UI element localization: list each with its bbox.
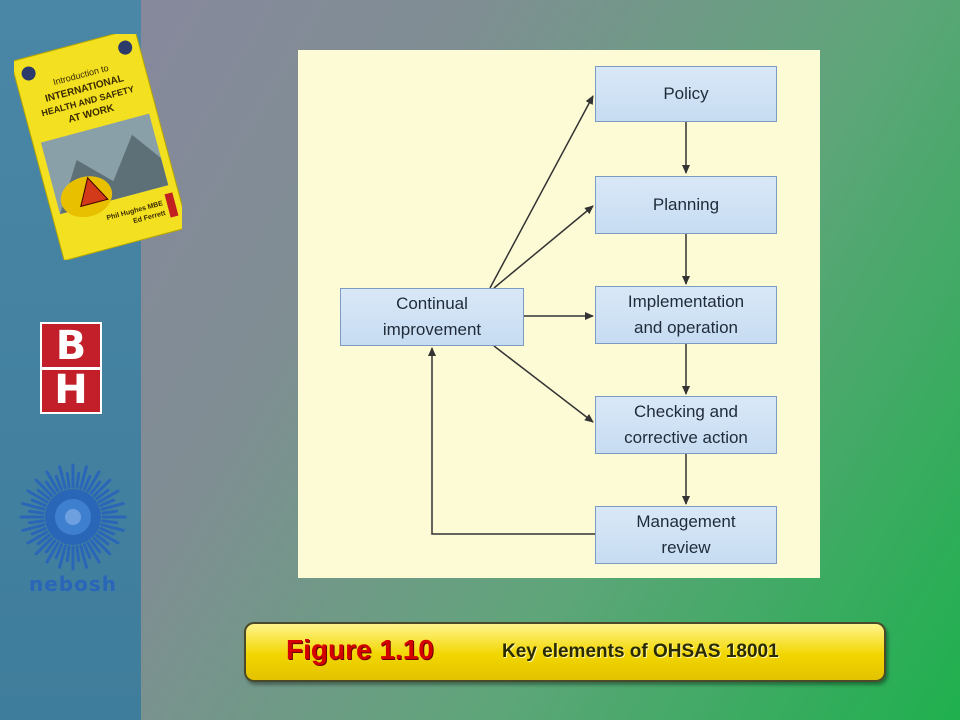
nebosh-ray bbox=[79, 465, 88, 490]
nebosh-ray bbox=[89, 539, 102, 554]
nebosh-ray bbox=[100, 523, 125, 532]
nebosh-ray bbox=[26, 489, 49, 504]
left-sidebar: Introduction to INTERNATIONAL HEALTH AND… bbox=[0, 0, 182, 720]
nebosh-ray bbox=[54, 474, 64, 491]
nebosh-ray bbox=[65, 545, 71, 563]
nebosh-logo: nebosh bbox=[14, 462, 132, 598]
arrow-improvement-to-planning bbox=[493, 205, 594, 289]
nebosh-ray bbox=[44, 539, 57, 554]
nebosh-ray bbox=[100, 502, 125, 511]
node-management-review: Management review bbox=[595, 506, 777, 564]
nebosh-ray bbox=[86, 470, 101, 493]
nebosh-globe-icon bbox=[19, 463, 127, 571]
nebosh-ray bbox=[26, 530, 49, 545]
nebosh-ray bbox=[95, 488, 110, 501]
nebosh-ray bbox=[36, 488, 51, 501]
nebosh-ray bbox=[65, 471, 71, 489]
figure-number: Figure 1.10 bbox=[286, 634, 434, 665]
nebosh-ray bbox=[27, 509, 45, 515]
nebosh-ray bbox=[75, 545, 81, 563]
figure-title: Key elements of OHSAS 18001 bbox=[502, 641, 779, 662]
bh-logo-letter-h: H bbox=[54, 367, 88, 413]
node-planning: Planning bbox=[595, 176, 777, 234]
nebosh-ray bbox=[82, 474, 92, 491]
nebosh-ray bbox=[45, 541, 60, 564]
nebosh-ray bbox=[95, 533, 110, 546]
nebosh-ray bbox=[99, 498, 116, 508]
nebosh-ray bbox=[36, 533, 51, 546]
nebosh-ray bbox=[21, 502, 46, 511]
nebosh-ray bbox=[101, 519, 119, 525]
nebosh-ray bbox=[54, 543, 64, 560]
nebosh-ray bbox=[44, 480, 57, 495]
arrow-review-to-improvement bbox=[428, 347, 596, 535]
nebosh-ray bbox=[97, 530, 120, 545]
node-implementation-and-operation: Implementation and operation bbox=[595, 286, 777, 344]
arrow-improvement-to-checking bbox=[493, 345, 594, 423]
nebosh-ray bbox=[86, 541, 101, 564]
nebosh-ray bbox=[89, 480, 102, 495]
flow-arrows bbox=[428, 95, 690, 535]
nebosh-ray bbox=[34, 536, 54, 556]
nebosh-ray bbox=[58, 465, 67, 490]
book-cover-image: Introduction to INTERNATIONAL HEALTH AND… bbox=[14, 34, 182, 260]
nebosh-ray bbox=[82, 543, 92, 560]
nebosh-ray bbox=[92, 536, 112, 556]
arrow-improvement-to-policy bbox=[489, 95, 594, 289]
node-policy: Policy bbox=[595, 66, 777, 122]
nebosh-ray bbox=[30, 526, 47, 536]
nebosh-ray bbox=[21, 523, 46, 532]
node-checking-and-corrective-action: Checking and corrective action bbox=[595, 396, 777, 454]
nebosh-ray bbox=[97, 489, 120, 504]
nebosh-ray bbox=[34, 478, 54, 498]
bh-logo: B H bbox=[40, 322, 102, 414]
diagram-panel: Policy Planning Implementation and opera… bbox=[298, 50, 820, 578]
node-continual-improvement: Continual improvement bbox=[340, 288, 524, 346]
nebosh-ray bbox=[58, 544, 67, 569]
nebosh-logo-text: nebosh bbox=[28, 572, 117, 596]
nebosh-ray bbox=[79, 544, 88, 569]
nebosh-ray bbox=[45, 470, 60, 493]
bh-logo-letter-b: B bbox=[55, 323, 87, 369]
bh-logo-divider bbox=[42, 367, 100, 370]
nebosh-ray bbox=[27, 519, 45, 525]
nebosh-ray bbox=[99, 526, 116, 536]
nebosh-ray bbox=[101, 509, 119, 515]
figure-caption-bar: Figure 1.10 Key elements of OHSAS 18001 bbox=[244, 622, 886, 682]
nebosh-ray bbox=[92, 478, 112, 498]
nebosh-ray bbox=[75, 471, 81, 489]
nebosh-ray bbox=[30, 498, 47, 508]
